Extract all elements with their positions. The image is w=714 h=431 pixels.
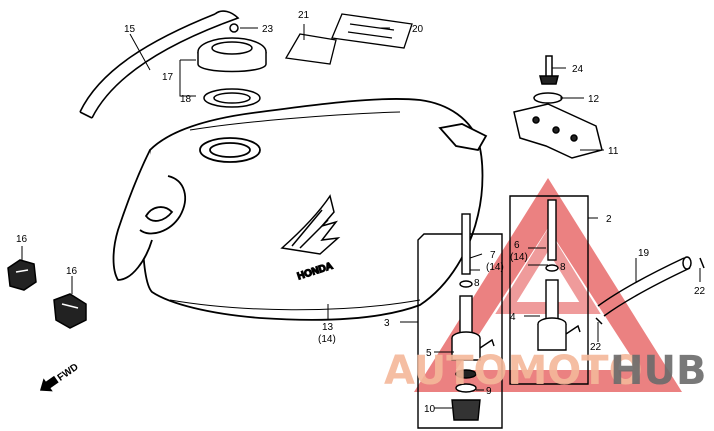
- watermark-text: AUTOMOTO HUB: [384, 348, 706, 394]
- watermark-text-part2: HUB: [610, 348, 706, 394]
- label-part-2: 2: [606, 214, 612, 225]
- label-part-22a: 22: [590, 342, 602, 353]
- fuel-tank-part: [112, 98, 488, 321]
- label-part-13: 13: [322, 322, 334, 333]
- label-part-24: 24: [572, 64, 584, 75]
- label-part-13-alt: (14): [318, 334, 336, 345]
- label-part-7-alt: (14): [486, 262, 504, 273]
- part-number-labels: 2 3 4 5 6 (14) 7 (14) 8 8 9 10 11 12 13 …: [16, 10, 706, 415]
- rubber-mount-part: [7, 259, 87, 329]
- label-part-5: 5: [426, 348, 432, 359]
- label-part-11: 11: [608, 146, 619, 157]
- label-part-18: 18: [180, 94, 192, 105]
- label-part-6: 6: [514, 240, 520, 251]
- vent-hose-part: [595, 256, 705, 325]
- label-part-21: 21: [298, 10, 310, 21]
- fuel-hose-part: [79, 10, 240, 119]
- label-part-3: 3: [384, 318, 390, 329]
- label-part-6-alt: (14): [510, 252, 528, 263]
- leader-lines: [21, 24, 701, 409]
- label-part-8a: 8: [474, 278, 480, 289]
- label-part-12: 12: [588, 94, 600, 105]
- fuel-cap-part: [197, 23, 267, 108]
- fuel-valve-group-left: [417, 213, 503, 429]
- label-part-19: 19: [638, 248, 650, 259]
- fwd-label: FWD: [56, 362, 81, 384]
- label-part-23: 23: [262, 24, 274, 35]
- label-part-9: 9: [486, 386, 492, 397]
- label-part-7: 7: [490, 250, 496, 261]
- fuel-valve-group-right: [509, 195, 589, 385]
- label-part-10: 10: [424, 404, 436, 415]
- label-part-8b: 8: [560, 262, 566, 273]
- label-part-15: 15: [124, 24, 136, 35]
- mount-bracket-part: [513, 55, 603, 159]
- sticker-parts: [284, 13, 413, 65]
- label-part-4: 4: [510, 312, 516, 323]
- label-part-16b: 16: [66, 266, 78, 277]
- wing-emblem: [280, 194, 341, 255]
- label-part-17: 17: [162, 72, 174, 83]
- label-part-22b: 22: [694, 286, 706, 297]
- label-part-16a: 16: [16, 234, 28, 245]
- label-part-20: 20: [412, 24, 424, 35]
- watermark-text-part1: AUTOMOTO: [384, 348, 643, 394]
- fwd-arrow-icon: FWD: [39, 362, 81, 392]
